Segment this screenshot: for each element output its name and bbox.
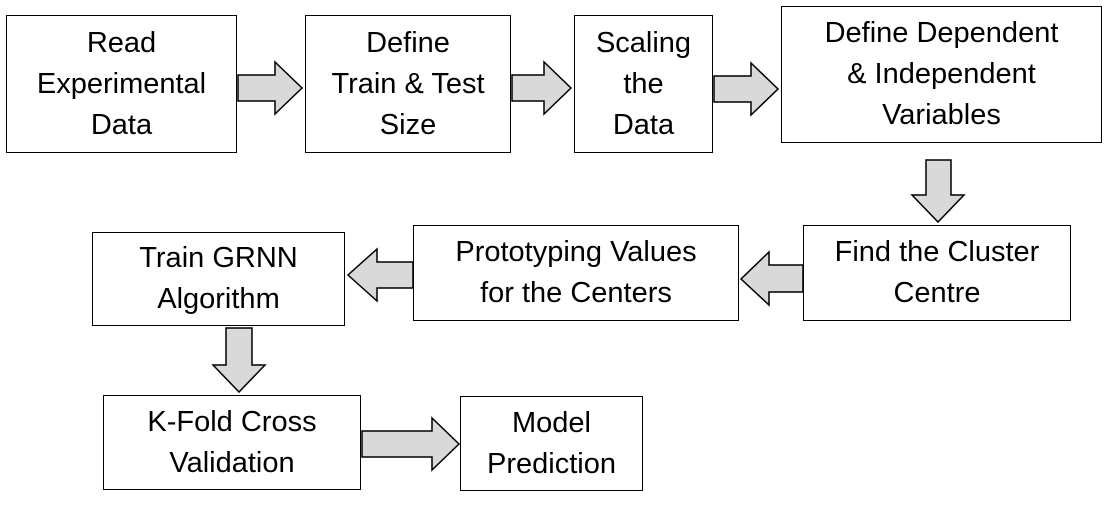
step-label: Scaling the Data [596,23,691,146]
step-line: Model [512,406,591,439]
step-label: Read Experimental Data [37,23,206,146]
step-label: Prototyping Values for the Centers [455,232,696,314]
step-line: the [623,67,664,100]
arrow-right-1 [237,60,304,116]
step-train-grnn: Train GRNN Algorithm [92,232,345,326]
step-label: Define Train & Test Size [331,23,484,146]
step-define-train-test: Define Train & Test Size [305,15,511,153]
step-line: Train & Test [331,67,485,100]
step-line: Train GRNN [139,242,298,274]
step-kfold: K-Fold Cross Validation [103,395,361,490]
step-prototyping: Prototyping Values for the Centers [413,225,739,321]
step-line: Variables [882,99,1001,131]
arrow-down-2 [211,327,267,394]
step-cluster-centre: Find the Cluster Centre [803,225,1071,321]
step-line: Find the Cluster [834,236,1040,268]
step-line: Size [379,108,437,141]
step-line: Read [86,26,157,59]
step-scaling: Scaling the Data [574,15,713,153]
step-label: Find the Cluster Centre [835,232,1040,314]
step-line: Prototyping Values [455,236,697,268]
step-define-variables: Define Dependent & Independent Variables [781,6,1102,143]
step-line: Prediction [487,447,616,480]
step-label: Define Dependent & Independent Variables [825,13,1059,136]
arrow-left-1 [739,250,804,307]
arrow-right-4 [361,416,461,472]
step-line: Centre [893,277,981,309]
step-line: Validation [169,446,295,479]
step-line: Define Dependent [824,17,1059,49]
step-label: K-Fold Cross Validation [147,402,316,484]
step-label: Model Prediction [487,403,616,485]
step-line: for the Centers [480,277,672,309]
step-line: K-Fold Cross [147,405,317,438]
step-line: Data [90,108,153,141]
step-line: Scaling [595,26,692,59]
step-line: Data [612,108,675,141]
step-line: Experimental [36,67,207,100]
arrow-down-1 [910,159,966,224]
step-model-prediction: Model Prediction [460,396,643,491]
arrow-left-2 [346,247,414,303]
step-line: Algorithm [157,283,280,315]
step-line: Define [366,26,450,59]
step-label: Train GRNN Algorithm [139,238,297,320]
step-line: & Independent [847,58,1036,90]
step-read-data: Read Experimental Data [6,15,237,153]
arrow-right-2 [511,60,573,116]
arrow-right-3 [713,61,780,117]
